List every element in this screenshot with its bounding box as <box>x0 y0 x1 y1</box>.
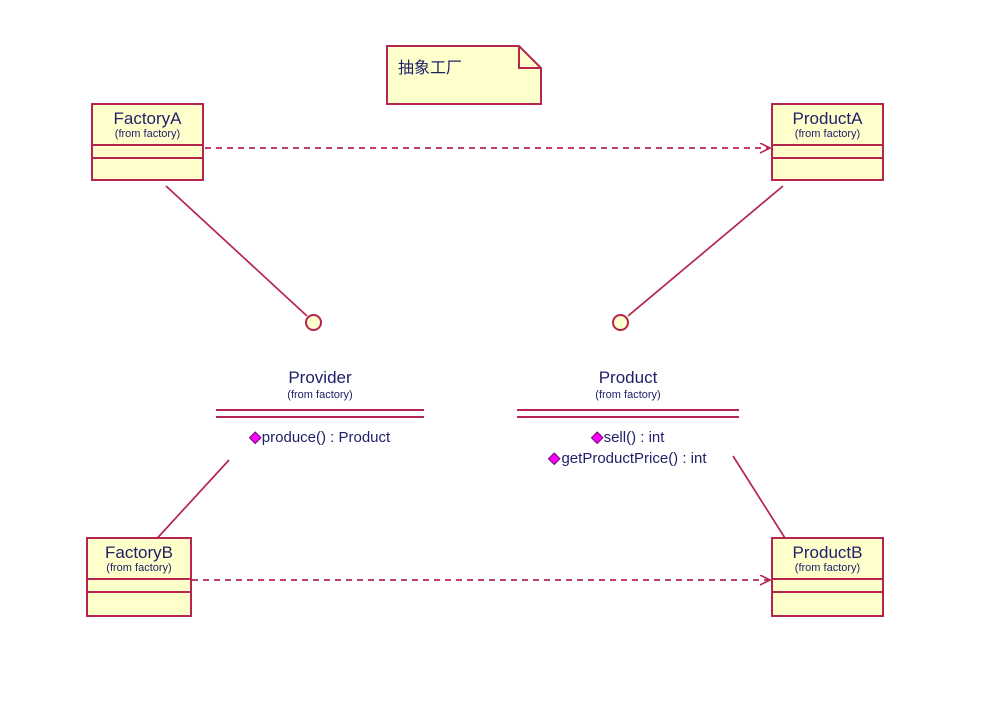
note-text: 抽象工厂 <box>398 60 463 77</box>
class-operations-compartment-producta <box>773 157 882 170</box>
interface-separator-top-provider <box>216 409 424 411</box>
visibility-protected-diamond-icon <box>548 451 562 465</box>
operation-label-getproductprice: getProductPrice() : int <box>561 450 707 467</box>
class-operations-compartment-productb <box>773 591 882 604</box>
interface-name-provider: Provider <box>288 368 352 387</box>
operation-label-sell: sell() : int <box>603 429 665 446</box>
class-header-producta: ProductA (from factory) <box>773 105 882 144</box>
class-name-productb: ProductB <box>792 543 863 562</box>
realization-leg-factorya-provider <box>165 185 308 317</box>
note-abstract-factory: 抽象工厂 <box>386 45 542 105</box>
lollipop-product-realization[interactable] <box>612 314 629 331</box>
realization-leg-factoryb-provider <box>150 459 230 546</box>
class-header-productb: ProductB (from factory) <box>773 539 882 578</box>
class-box-producta[interactable]: ProductA (from factory) <box>771 103 884 181</box>
realization-leg-productb-product <box>732 455 791 547</box>
class-attributes-compartment-factoryb <box>88 578 190 591</box>
interface-operations-provider: produce() : Product <box>205 427 435 448</box>
class-package-productb: (from factory) <box>794 562 861 574</box>
class-name-factorya: FactoryA <box>113 109 182 128</box>
interface-separator-bottom-product <box>517 416 739 418</box>
class-header-factorya: FactoryA (from factory) <box>93 105 202 144</box>
class-package-factoryb: (from factory) <box>106 562 172 574</box>
class-operations-compartment-factoryb <box>88 591 190 604</box>
lollipop-provider-realization[interactable] <box>305 314 322 331</box>
interface-package-provider: (from factory) <box>287 389 353 401</box>
class-box-productb[interactable]: ProductB (from factory) <box>771 537 884 617</box>
operation-sell: sell() : int <box>513 427 743 448</box>
class-package-producta: (from factory) <box>794 128 861 140</box>
operation-produce: produce() : Product <box>205 427 435 448</box>
class-attributes-compartment-productb <box>773 578 882 591</box>
realization-leg-producta-product <box>627 185 784 317</box>
interface-separator-bottom-provider <box>216 416 424 418</box>
class-attributes-compartment-producta <box>773 144 882 157</box>
operation-getproductprice: getProductPrice() : int <box>513 448 743 469</box>
class-header-factoryb: FactoryB (from factory) <box>88 539 190 578</box>
class-attributes-compartment-factorya <box>93 144 202 157</box>
interface-operations-product: sell() : int getProductPrice() : int <box>513 427 743 469</box>
interface-package-product: (from factory) <box>595 389 661 401</box>
note-shape-icon <box>386 45 542 105</box>
interface-separator-top-product <box>517 409 739 411</box>
class-operations-compartment-factorya <box>93 157 202 170</box>
visibility-protected-diamond-icon <box>590 430 604 444</box>
class-box-factorya[interactable]: FactoryA (from factory) <box>91 103 204 181</box>
class-name-factoryb: FactoryB <box>104 543 174 562</box>
class-box-factoryb[interactable]: FactoryB (from factory) <box>86 537 192 617</box>
operation-label-produce: produce() : Product <box>261 429 391 446</box>
interface-name-product: Product <box>598 368 658 387</box>
class-package-factorya: (from factory) <box>114 128 181 140</box>
class-name-producta: ProductA <box>792 109 863 128</box>
interface-product[interactable]: Product (from factory) sell() : int getP… <box>513 368 743 469</box>
visibility-protected-diamond-icon <box>248 430 262 444</box>
interface-provider[interactable]: Provider (from factory) produce() : Prod… <box>205 368 435 448</box>
